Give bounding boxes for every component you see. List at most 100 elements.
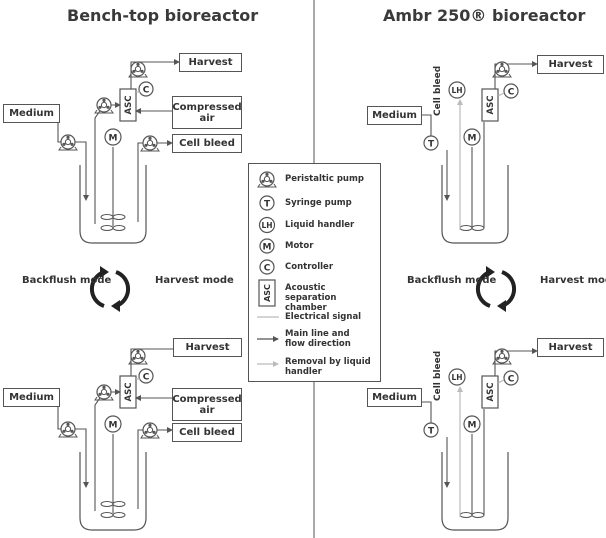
medium-box-bench-top-2: Medium (3, 388, 60, 407)
controller-icon: C (259, 259, 275, 275)
bench-top-top-impeller-lower-blade-left (100, 225, 114, 231)
compressed-air-box-bench-top-1: Compressed air (172, 96, 242, 129)
ambr-top-harvest-line (494, 61, 538, 89)
bench-top-top-controller-icon-text: C (143, 85, 150, 95)
ambr-top-motor-icon: M (463, 128, 481, 146)
bench-top-bottom-harvest-line (130, 346, 180, 376)
ambr-top-liquid-handler-icon-ring (448, 81, 466, 99)
ambr-bottom-motor-icon-ring (463, 415, 481, 433)
bench-top-top-asc-icon: ASC (119, 88, 137, 122)
ambr-bottom-controller-signal-line (497, 379, 505, 384)
bench-top-top-asc-icon-text: ASC (124, 96, 134, 115)
title-ambr: Ambr 250® bioreactor (383, 6, 586, 25)
ambr-top-asc-icon: ASC (481, 88, 499, 122)
legend: T LH M C ASC Peristaltic pump Syrin (248, 163, 381, 382)
bench-top-bottom-asc-feed-pump-icon (94, 384, 114, 401)
ambr-top-motor-icon-text: M (468, 133, 477, 143)
mode-cycle-icon-left (89, 266, 131, 312)
bench-top-top-motor-icon: M (104, 128, 122, 146)
bench-top-bottom-asc-icon-text: ASC (124, 383, 134, 402)
ambr-bottom-asc-icon: ASC (481, 375, 499, 409)
ambr-bottom-asc-icon-text: ASC (486, 383, 496, 402)
bench-top-bottom-motor-icon-text: M (109, 420, 118, 430)
bench-top-top-controller-icon: C (138, 81, 154, 97)
harvest-box-bench-top-2: Harvest (173, 338, 242, 357)
ambr-top-controller-signal-line (497, 92, 505, 97)
bench-top-bottom-impeller-upper-blade-left (100, 501, 114, 507)
mode-cycle-icon-right-arc-right (501, 270, 517, 308)
mode-cycle-icon-right-arc-left (475, 270, 491, 308)
bench-top-bottom-asc-feed-line (94, 389, 121, 511)
asc-icon: ASC (258, 279, 276, 307)
bench-top-bottom-asc-icon: ASC (119, 375, 137, 409)
harvest-box-bench-top-1: Harvest (179, 53, 242, 72)
backflush-mode-label-right: Backflush mode (407, 275, 497, 286)
ambr-bottom-medium-line (420, 401, 432, 424)
ambr-top-liquid-handler-icon-text: LH (451, 86, 462, 95)
legend-label-electrical-signal: Electrical signal (285, 312, 362, 322)
bench-top-top-controller-icon-ring (138, 81, 154, 97)
legend-label-controller: Controller (285, 262, 334, 272)
compressed-air-box-bench-top-2: Compressed air (172, 388, 242, 421)
bench-top-bottom-impeller-lower-blade-right (112, 512, 126, 518)
harvest-box-ambr-1: Harvest (537, 55, 604, 74)
bench-top-bottom-controller-icon-text: C (143, 372, 150, 382)
ambr-bottom-syringe-pump-icon-text: T (428, 426, 435, 436)
legend-label-motor: Motor (285, 241, 314, 251)
bench-top-bottom-impeller-upper (100, 501, 126, 507)
ambr-top-syringe-pump-icon-text: T (428, 139, 435, 149)
ambr-bottom-syringe-pump-icon: T (423, 422, 439, 438)
legend-label-asc: Acoustic separation chamber (285, 283, 337, 313)
bench-top-bottom-controller-icon: C (138, 368, 154, 384)
bench-top-top-harvest-line (130, 59, 180, 89)
mode-cycle-icon-left-head-top (100, 266, 109, 278)
bench-top-top-motor-icon-text: M (109, 133, 118, 143)
cell-bleed-box-bench-top-1: Cell bleed (172, 134, 242, 153)
medium-box-bench-top-1: Medium (3, 104, 60, 123)
bench-top-bottom-impeller-lower-blade-left (100, 512, 114, 518)
ambr-bottom-liquid-handler-icon-text: LH (451, 373, 462, 382)
ambr-top-vessel (441, 165, 509, 244)
bench-top-bottom-cell-bleed-pump-icon (140, 422, 160, 439)
bench-top-bottom-motor-icon-ring (104, 415, 122, 433)
mode-cycle-icon-left-arc-right (115, 270, 131, 308)
ambr-bottom-syringe-pump-icon-ring (423, 422, 439, 438)
legend-label-peristaltic-pump: Peristaltic pump (285, 174, 364, 184)
ambr-top-impeller-blade-left (459, 225, 473, 231)
bench-top-bottom-impeller-lower (100, 512, 126, 518)
mode-cycle-icon-right (475, 266, 517, 312)
ambr-top-controller-icon: C (503, 83, 519, 99)
cell-bleed-vertical-label-2: Cell bleed (433, 350, 443, 401)
ambr-bottom-harvest-line (494, 348, 538, 376)
bench-top-top-medium-pump-icon (58, 134, 78, 151)
ambr-bottom-vessel (441, 452, 509, 531)
ambr-bottom-asc-icon-box (481, 375, 499, 409)
motor-icon: M (259, 238, 275, 254)
ambr-top-medium-line (420, 114, 432, 137)
ambr-bottom-impeller-blade-left (459, 512, 473, 518)
backflush-mode-label-left: Backflush mode (22, 275, 112, 286)
bench-top-top-motor-icon-ring (104, 128, 122, 146)
bench-top-top-impeller-lower-blade-right (112, 225, 126, 231)
bench-top-top-impeller-upper-blade-right (112, 214, 126, 220)
ambr-bottom-impeller-blade-right (471, 512, 485, 518)
bench-top-bottom-motor-icon: M (104, 415, 122, 433)
ambr-top-asc-icon-text: ASC (486, 96, 496, 115)
bench-top-top-impeller-upper (100, 214, 126, 220)
ambr-top-controller-icon-ring (503, 83, 519, 99)
bench-top-top-harvest-pump-icon (128, 61, 148, 78)
mode-cycle-icon-left-head-bottom (111, 300, 120, 312)
ambr-top-syringe-pump-icon: T (423, 135, 439, 151)
svg-text:LH: LH (261, 221, 272, 230)
legend-label-syringe-pump: Syringe pump (285, 198, 352, 208)
bench-top-bottom-cell-bleed-line (137, 427, 173, 509)
bench-top-top-cell-bleed-pump-icon (140, 135, 160, 152)
ambr-top-syringe-pump-icon-ring (423, 135, 439, 151)
ambr-bottom-controller-icon-text: C (508, 374, 515, 384)
harvest-mode-label-left: Harvest mode (155, 275, 234, 286)
bench-top-top-cell-bleed-line (137, 140, 173, 222)
bench-top-top-asc-feed-pump-icon (94, 97, 114, 114)
cell-bleed-vertical-label-1: Cell bleed (433, 65, 443, 116)
